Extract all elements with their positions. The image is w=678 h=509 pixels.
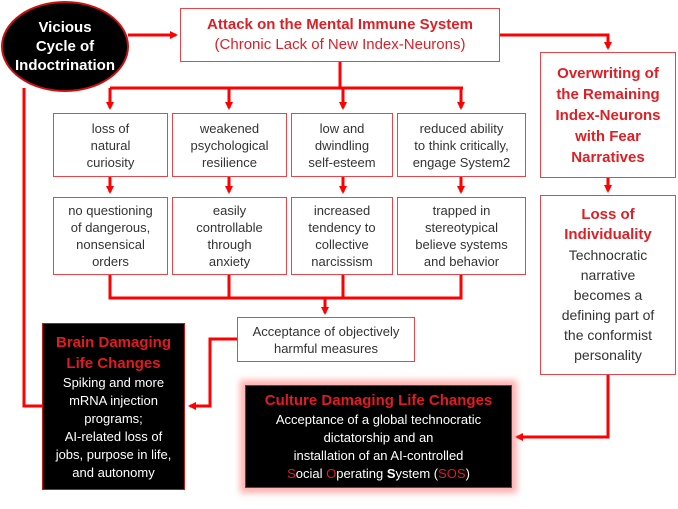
brain-body-3: programs; [84, 410, 143, 426]
culture-body-2: dictatorship and an [323, 430, 434, 445]
consequence-3-line-4: narcissism [311, 254, 373, 269]
effect-2-line-2: psychological [190, 137, 269, 153]
brain-body-4: AI-related loss of [64, 428, 163, 444]
effect-1-line-3: curiosity [86, 154, 135, 170]
overwriting-box: Overwriting of the Remaining Index-Neuro… [540, 52, 676, 178]
effect-2-line-3: resilience [202, 154, 257, 170]
effect-3-line-1: low and [319, 120, 365, 136]
culture-body-1: Acceptance of a global technocratic [275, 412, 482, 427]
effect-4-line-2: to think critically, [414, 137, 509, 153]
sos-letter-s2: S [386, 466, 396, 481]
brain-title-1: Brain Damaging [55, 333, 172, 351]
brain-body-2: mRNA injection [69, 392, 158, 408]
consequence-4-line-1: trapped in [432, 203, 491, 218]
individuality-body-5: the conformist [564, 327, 652, 343]
individuality-body-3: becomes a [573, 287, 643, 303]
individuality-body-1: Technocratic [568, 247, 648, 263]
culture-sos-line: Social Operating System (SOS) [287, 465, 470, 483]
consequence-4-line-2: stereotypical [425, 220, 498, 235]
overwriting-line-2: the Remaining [556, 85, 660, 103]
individuality-body-6: personality [574, 347, 642, 363]
arrow-attack-to-overwriting [500, 33, 612, 50]
culture-body-3: installation of an AI-controlled [293, 448, 464, 463]
overwriting-line-5: Narratives [571, 148, 645, 166]
acceptance-box: Acceptance of objectively harmful measur… [237, 317, 415, 362]
arrow-individuality-to-culture [515, 375, 610, 441]
sos-ystem: ystem ( [395, 466, 439, 481]
culture-title: Culture Damaging Life Changes [264, 392, 493, 409]
consequence-4-line-4: and behavior [423, 254, 500, 269]
individuality-body-4: defining part of [561, 307, 655, 323]
sos-letter-s: S [287, 466, 296, 481]
consequence-box-2: easily controllable through anxiety [172, 197, 287, 275]
brain-damaging-box: Brain Damaging Life Changes Spiking and … [42, 323, 185, 490]
brain-body-1: Spiking and more [62, 374, 165, 390]
sos-abbr: SOS [438, 466, 466, 481]
effect-box-3: low and dwindling self-esteem [291, 113, 393, 177]
consequence-4-line-3: believe systems [415, 237, 508, 252]
connector-bottom-bar [108, 275, 463, 300]
arrow-acceptance-to-brain [188, 337, 237, 410]
consequence-1-line-3: nonsensical [76, 237, 145, 252]
consequence-1-line-2: of dangerous, [70, 220, 151, 235]
consequence-2-line-3: through [207, 237, 252, 252]
effect-box-4: reduced ability to think critically, eng… [397, 113, 526, 177]
consequence-box-3: increased tendency to collective narciss… [291, 197, 393, 275]
overwriting-line-3: Index-Neurons [555, 106, 661, 124]
brain-title-2: Life Changes [66, 354, 161, 372]
consequence-box-4: trapped in stereotypical believe systems… [397, 197, 526, 275]
effect-1-line-1: loss of [91, 120, 130, 136]
cycle-line-3: Indoctrination [15, 57, 115, 74]
consequence-3-line-1: increased [313, 203, 371, 218]
sos-ocial: ocial [295, 466, 327, 481]
individuality-title-1: Loss of [581, 206, 635, 223]
effect-box-1: loss of natural curiosity [53, 113, 168, 177]
effect-3-line-3: self-esteem [308, 154, 376, 170]
sos-perating: perating [336, 466, 387, 481]
acceptance-line-1: Acceptance of objectively [252, 323, 400, 339]
attack-title: Attack on the Mental Immune System [207, 16, 473, 33]
culture-damaging-box: Culture Damaging Life Changes Acceptance… [245, 385, 512, 488]
consequence-box-1: no questioning of dangerous, nonsensical… [53, 197, 168, 275]
cycle-line-1: Vicious [38, 19, 92, 36]
effect-3-line-2: dwindling [314, 137, 370, 153]
overwriting-line-4: with Fear [575, 127, 641, 145]
consequence-3-line-2: tendency to [308, 220, 376, 235]
sos-letter-o: O [326, 466, 337, 481]
consequence-2-line-4: anxiety [208, 254, 251, 269]
consequence-3-line-3: collective [315, 237, 369, 252]
effect-1-line-2: natural [90, 137, 131, 153]
sos-close: ) [465, 466, 470, 481]
acceptance-line-2: harmful measures [273, 340, 379, 356]
brain-body-6: and autonomy [72, 464, 155, 480]
effect-4-line-1: reduced ability [419, 120, 504, 136]
overwriting-line-1: Overwriting of [557, 64, 659, 82]
consequence-2-line-1: easily [212, 203, 247, 218]
arrow-brain-to-cycle [22, 88, 42, 408]
effect-2-line-1: weakened [199, 120, 260, 136]
cycle-line-2: Cycle of [35, 38, 95, 55]
individuality-title-2: Individuality [564, 226, 652, 243]
brain-body-5: jobs, purpose in life, [55, 446, 172, 462]
effect-box-2: weakened psychological resilience [172, 113, 287, 177]
attack-box: Attack on the Mental Immune System (Chro… [180, 8, 500, 62]
effect-4-line-3: engage System2 [412, 154, 511, 170]
vicious-cycle-node: Vicious Cycle of Indoctrination [1, 1, 129, 92]
consequence-1-line-1: no questioning [68, 203, 153, 218]
individuality-body-2: narrative [580, 267, 636, 283]
consequence-2-line-2: controllable [196, 220, 263, 235]
consequence-1-line-4: orders [92, 254, 129, 269]
attack-subtitle: (Chronic Lack of New Index-Neurons) [214, 36, 466, 53]
individuality-box: Loss of Individuality Technocratic narra… [540, 195, 676, 375]
